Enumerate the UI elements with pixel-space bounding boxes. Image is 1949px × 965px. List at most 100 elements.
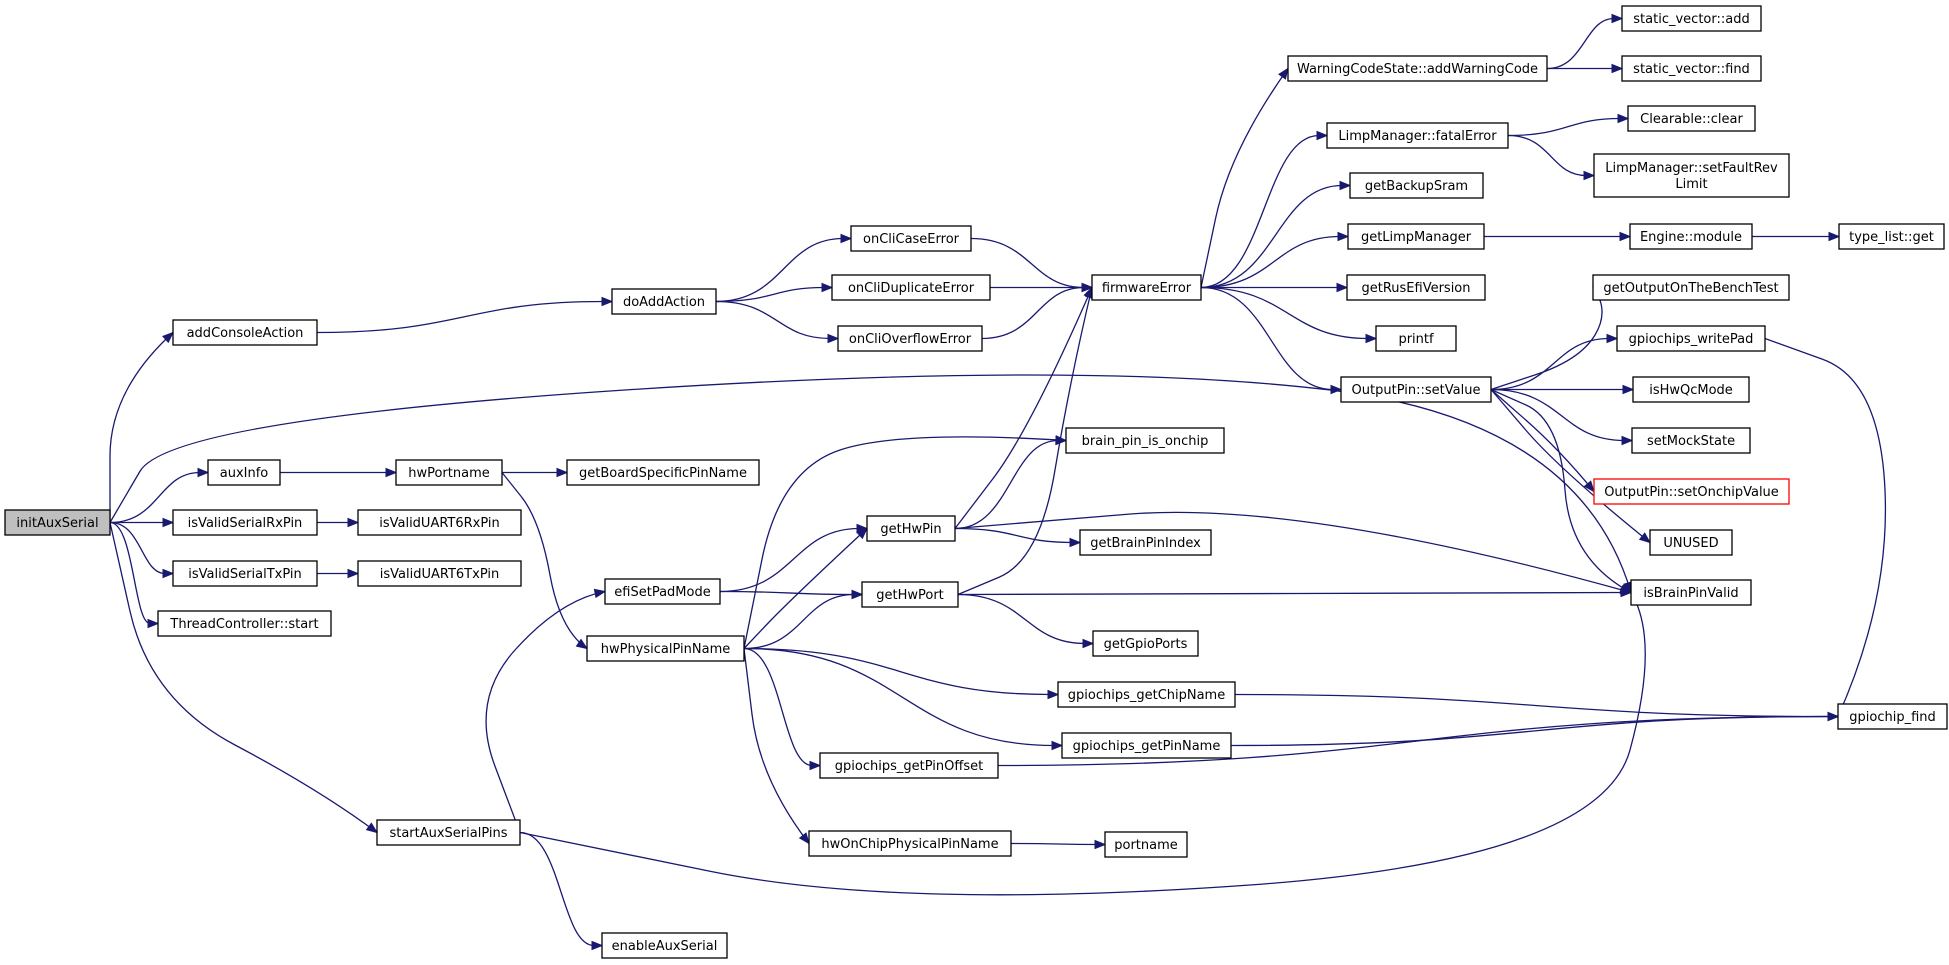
node-engineModule[interactable]: Engine::module — [1629, 223, 1753, 250]
node-warningCodeStateAdd[interactable]: WarningCodeState::addWarningCode — [1287, 55, 1548, 82]
node-auxInfo[interactable]: auxInfo — [207, 459, 281, 486]
node-hwPortname[interactable]: hwPortname — [395, 459, 503, 486]
node-typeListGet[interactable]: type_list::get — [1838, 223, 1945, 250]
node-isValidSerialTxPin[interactable]: isValidSerialTxPin — [172, 560, 318, 587]
node-box[interactable] — [357, 509, 522, 536]
node-getGpioPorts[interactable]: getGpioPorts — [1092, 630, 1199, 657]
node-box[interactable] — [172, 509, 318, 536]
node-box[interactable] — [1326, 122, 1509, 149]
node-box[interactable] — [1838, 223, 1945, 250]
node-outputPinSetValue[interactable]: OutputPin::setValue — [1340, 376, 1492, 403]
node-box[interactable] — [586, 635, 745, 662]
node-box[interactable] — [850, 225, 972, 252]
node-unused[interactable]: UNUSED — [1649, 529, 1733, 556]
node-initAuxSerial[interactable]: initAuxSerial — [4, 509, 111, 536]
node-clearableClear[interactable]: Clearable::clear — [1627, 105, 1756, 132]
node-box[interactable] — [1621, 55, 1762, 82]
node-box[interactable] — [566, 459, 760, 486]
node-enableAuxSerial[interactable]: enableAuxSerial — [601, 932, 728, 959]
node-box[interactable] — [357, 560, 522, 587]
node-onCliCaseError[interactable]: onCliCaseError — [850, 225, 972, 252]
node-box[interactable] — [1621, 5, 1762, 32]
node-box[interactable] — [1375, 325, 1457, 352]
node-box[interactable] — [866, 515, 956, 542]
node-printf[interactable]: printf — [1375, 325, 1457, 352]
node-hwOnChipPhysicalPinName[interactable]: hwOnChipPhysicalPinName — [808, 830, 1012, 857]
node-box[interactable] — [861, 581, 959, 608]
node-box[interactable] — [376, 819, 521, 846]
node-gpiochipsWritePad[interactable]: gpiochips_writePad — [1616, 325, 1766, 352]
node-box[interactable] — [1079, 529, 1212, 556]
node-box[interactable] — [1593, 153, 1790, 198]
node-firmwareError[interactable]: firmwareError — [1091, 274, 1202, 301]
node-addConsoleAction[interactable]: addConsoleAction — [172, 319, 318, 346]
node-staticVectorFind[interactable]: static_vector::find — [1621, 55, 1762, 82]
node-box[interactable] — [1632, 376, 1750, 403]
node-isValidUART6TxPin[interactable]: isValidUART6TxPin — [357, 560, 522, 587]
node-box[interactable] — [157, 610, 332, 637]
node-getBackupSram[interactable]: getBackupSram — [1349, 172, 1484, 199]
node-gpiochipsGetPinName[interactable]: gpiochips_getPinName — [1061, 732, 1232, 759]
node-outputPinSetOnchipValue[interactable]: OutputPin::setOnchipValue — [1593, 478, 1790, 505]
node-setMockState[interactable]: setMockState — [1631, 427, 1751, 454]
node-box[interactable] — [1616, 325, 1766, 352]
node-box[interactable] — [1104, 831, 1188, 858]
node-isBrainPinValid[interactable]: isBrainPinValid — [1630, 579, 1752, 606]
node-getLimpManager[interactable]: getLimpManager — [1347, 223, 1485, 250]
node-box[interactable] — [1346, 274, 1486, 301]
node-box[interactable] — [1630, 579, 1752, 606]
node-box[interactable] — [207, 459, 281, 486]
node-isHwQcMode[interactable]: isHwQcMode — [1632, 376, 1750, 403]
node-box[interactable] — [172, 319, 318, 346]
node-box[interactable] — [837, 325, 983, 352]
node-box[interactable] — [1065, 427, 1225, 454]
node-box[interactable] — [604, 578, 721, 605]
node-box[interactable] — [1340, 376, 1492, 403]
node-getOutputOnTheBenchTest[interactable]: getOutputOnTheBenchTest — [1592, 274, 1790, 301]
node-gpiochipsGetChipName[interactable]: gpiochips_getChipName — [1057, 681, 1236, 708]
node-box[interactable] — [1057, 681, 1236, 708]
node-onCliOverflowError[interactable]: onCliOverflowError — [837, 325, 983, 352]
node-box[interactable] — [1092, 630, 1199, 657]
node-box[interactable] — [1287, 55, 1548, 82]
node-box[interactable] — [172, 560, 318, 587]
node-limpManagerFatalError[interactable]: LimpManager::fatalError — [1326, 122, 1509, 149]
node-getHwPort[interactable]: getHwPort — [861, 581, 959, 608]
node-box[interactable] — [1837, 703, 1948, 730]
node-box[interactable] — [1091, 274, 1202, 301]
node-box[interactable] — [1347, 223, 1485, 250]
node-box[interactable] — [601, 932, 728, 959]
node-box[interactable] — [1631, 427, 1751, 454]
node-getHwPin[interactable]: getHwPin — [866, 515, 956, 542]
node-isValidSerialRxPin[interactable]: isValidSerialRxPin — [172, 509, 318, 536]
node-isValidUART6RxPin[interactable]: isValidUART6RxPin — [357, 509, 522, 536]
node-getRusEfiVersion[interactable]: getRusEfiVersion — [1346, 274, 1486, 301]
node-gpiochipsGetPinOffset[interactable]: gpiochips_getPinOffset — [819, 752, 999, 779]
node-box[interactable] — [1592, 274, 1790, 301]
node-box[interactable] — [808, 830, 1012, 857]
node-doAddAction[interactable]: doAddAction — [611, 288, 717, 315]
node-portname[interactable]: portname — [1104, 831, 1188, 858]
node-getBrainPinIndex[interactable]: getBrainPinIndex — [1079, 529, 1212, 556]
node-box[interactable] — [4, 509, 111, 536]
node-getBoardSpecificPinName[interactable]: getBoardSpecificPinName — [566, 459, 760, 486]
node-box[interactable] — [819, 752, 999, 779]
node-box[interactable] — [831, 274, 991, 301]
node-box[interactable] — [611, 288, 717, 315]
node-box[interactable] — [1629, 223, 1753, 250]
node-box[interactable] — [1627, 105, 1756, 132]
node-gpiochipFind[interactable]: gpiochip_find — [1837, 703, 1948, 730]
node-hwPhysicalPinName[interactable]: hwPhysicalPinName — [586, 635, 745, 662]
node-brainPinIsOnchip[interactable]: brain_pin_is_onchip — [1065, 427, 1225, 454]
node-staticVectorAdd[interactable]: static_vector::add — [1621, 5, 1762, 32]
node-box[interactable] — [395, 459, 503, 486]
node-box[interactable] — [1061, 732, 1232, 759]
node-startAuxSerialPins[interactable]: startAuxSerialPins — [376, 819, 521, 846]
node-ThreadControllerStart[interactable]: ThreadController::start — [157, 610, 332, 637]
node-onCliDuplicateError[interactable]: onCliDuplicateError — [831, 274, 991, 301]
node-efiSetPadMode[interactable]: efiSetPadMode — [604, 578, 721, 605]
node-box[interactable] — [1649, 529, 1733, 556]
node-box[interactable] — [1593, 478, 1790, 505]
node-box[interactable] — [1349, 172, 1484, 199]
